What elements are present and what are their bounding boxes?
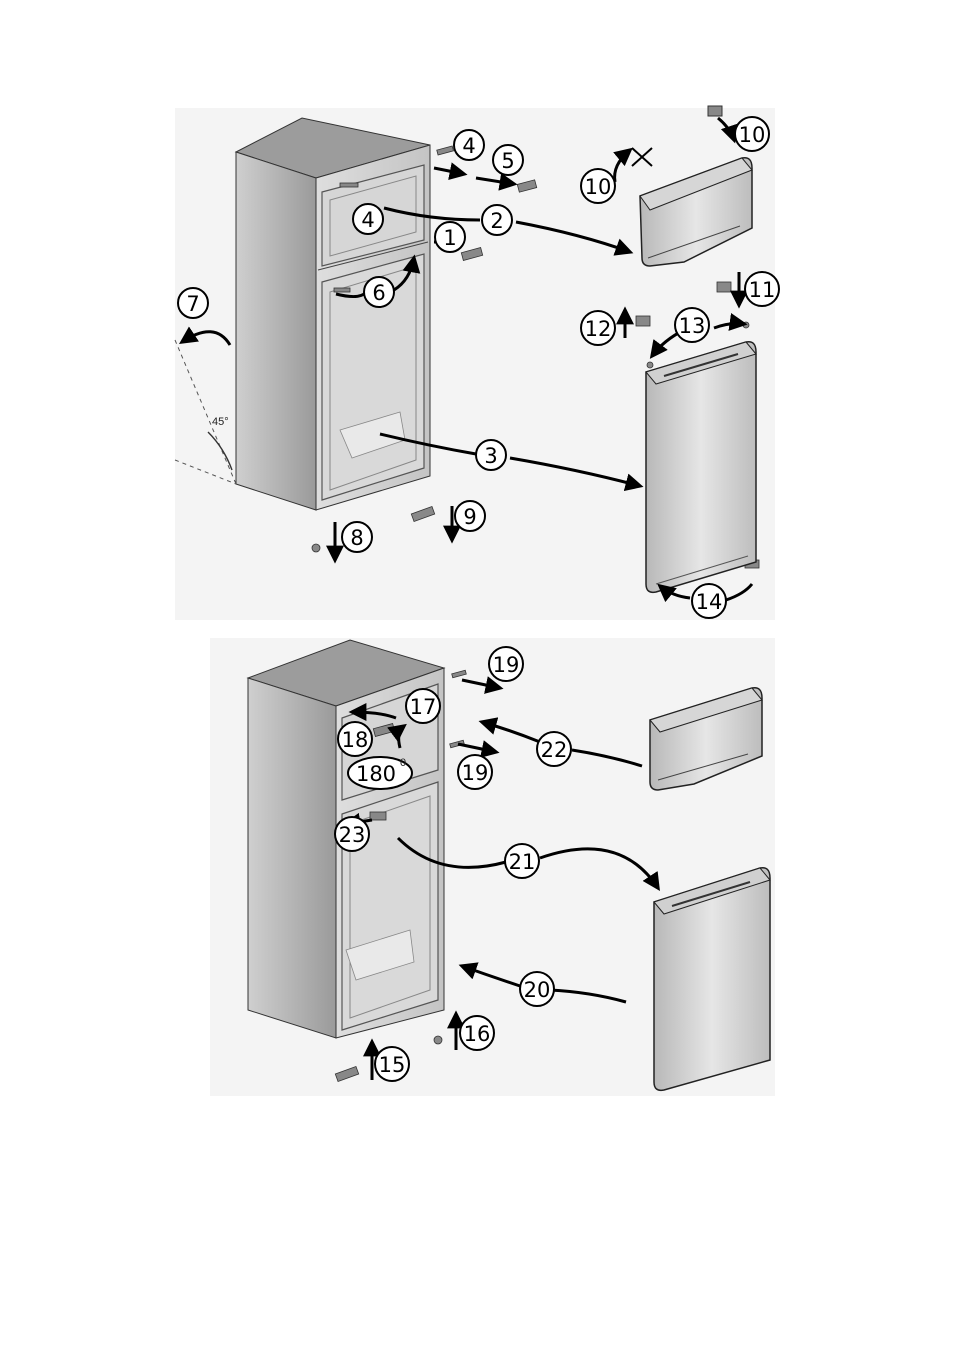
step-8-circle: [341, 521, 373, 553]
step-10-circle: [734, 116, 770, 152]
step-4-label: 4: [462, 134, 475, 158]
step-23-circle: [334, 816, 370, 852]
top-freezer-door: [639, 156, 753, 267]
rotation-degree: 0: [400, 757, 406, 769]
step-19-label: 19: [493, 653, 520, 677]
step-6-circle: [363, 276, 395, 308]
step-4-label: 4: [361, 208, 374, 232]
step-19-circle: [457, 754, 493, 790]
step-19-circle: [488, 646, 524, 682]
step-9-label: 9: [463, 505, 476, 529]
step-1-label: 1: [443, 226, 456, 250]
step-20-circle: [519, 971, 555, 1007]
step-13-label: 13: [679, 314, 706, 338]
rotation-label: 180: [356, 762, 396, 786]
step-14-label: 14: [696, 590, 723, 614]
step-12-label: 12: [585, 317, 612, 341]
hinge-cover-part: [707, 105, 723, 117]
step-18-circle: [337, 721, 373, 757]
step-3-circle: [475, 439, 507, 471]
step-18-label: 18: [342, 728, 369, 752]
bottom-freezer-door: [649, 686, 763, 791]
step-5-circle: [492, 144, 524, 176]
step-19-label: 19: [462, 761, 489, 785]
step-8-label: 8: [350, 526, 363, 550]
step-3-label: 3: [484, 444, 497, 468]
step-17-label: 17: [410, 695, 437, 719]
step-2-label: 2: [490, 209, 503, 233]
step-11-label: 11: [749, 278, 776, 302]
step-4-circle: [453, 129, 485, 161]
step-16-circle: [459, 1015, 495, 1051]
step-23-label: 23: [339, 823, 366, 847]
step-10-label: 10: [585, 175, 612, 199]
top-fridge-door: [645, 340, 757, 594]
step-13-circle: [674, 307, 710, 343]
step-15-label: 15: [379, 1053, 406, 1077]
top-arrows: [326, 116, 754, 603]
step-1-circle: [434, 221, 466, 253]
step-7-circle: [177, 287, 209, 319]
step-20-label: 20: [524, 978, 551, 1002]
step-16-label: 16: [464, 1022, 491, 1046]
tilt-guide: 45°: [174, 326, 237, 485]
step-10-label: 10: [739, 123, 766, 147]
bottom-fridge-door: [653, 866, 771, 1092]
step-22-circle: [536, 731, 572, 767]
step-14-circle: [691, 583, 727, 619]
cross-mark: [631, 147, 653, 167]
top-hardware: [311, 145, 760, 569]
rotation-180-badge: 180 0: [347, 756, 413, 790]
step-7-label: 7: [186, 292, 199, 316]
top-fridge-cabinet: [234, 117, 431, 511]
step-21-label: 21: [509, 850, 536, 874]
bottom-arrows: [342, 676, 660, 1080]
step-9-circle: [454, 500, 486, 532]
step-6-label: 6: [372, 281, 385, 305]
angle-label: 45°: [212, 416, 229, 428]
bottom-hardware: [334, 669, 467, 1083]
step-17-circle: [405, 688, 441, 724]
step-12-circle: [580, 310, 616, 346]
step-10-circle: [580, 168, 616, 204]
step-21-circle: [504, 843, 540, 879]
step-5-label: 5: [501, 149, 514, 173]
step-15-circle: [374, 1046, 410, 1082]
step-11-circle: [744, 271, 780, 307]
step-2-circle: [481, 204, 513, 236]
step-22-label: 22: [541, 738, 568, 762]
step-4-circle: [352, 203, 384, 235]
